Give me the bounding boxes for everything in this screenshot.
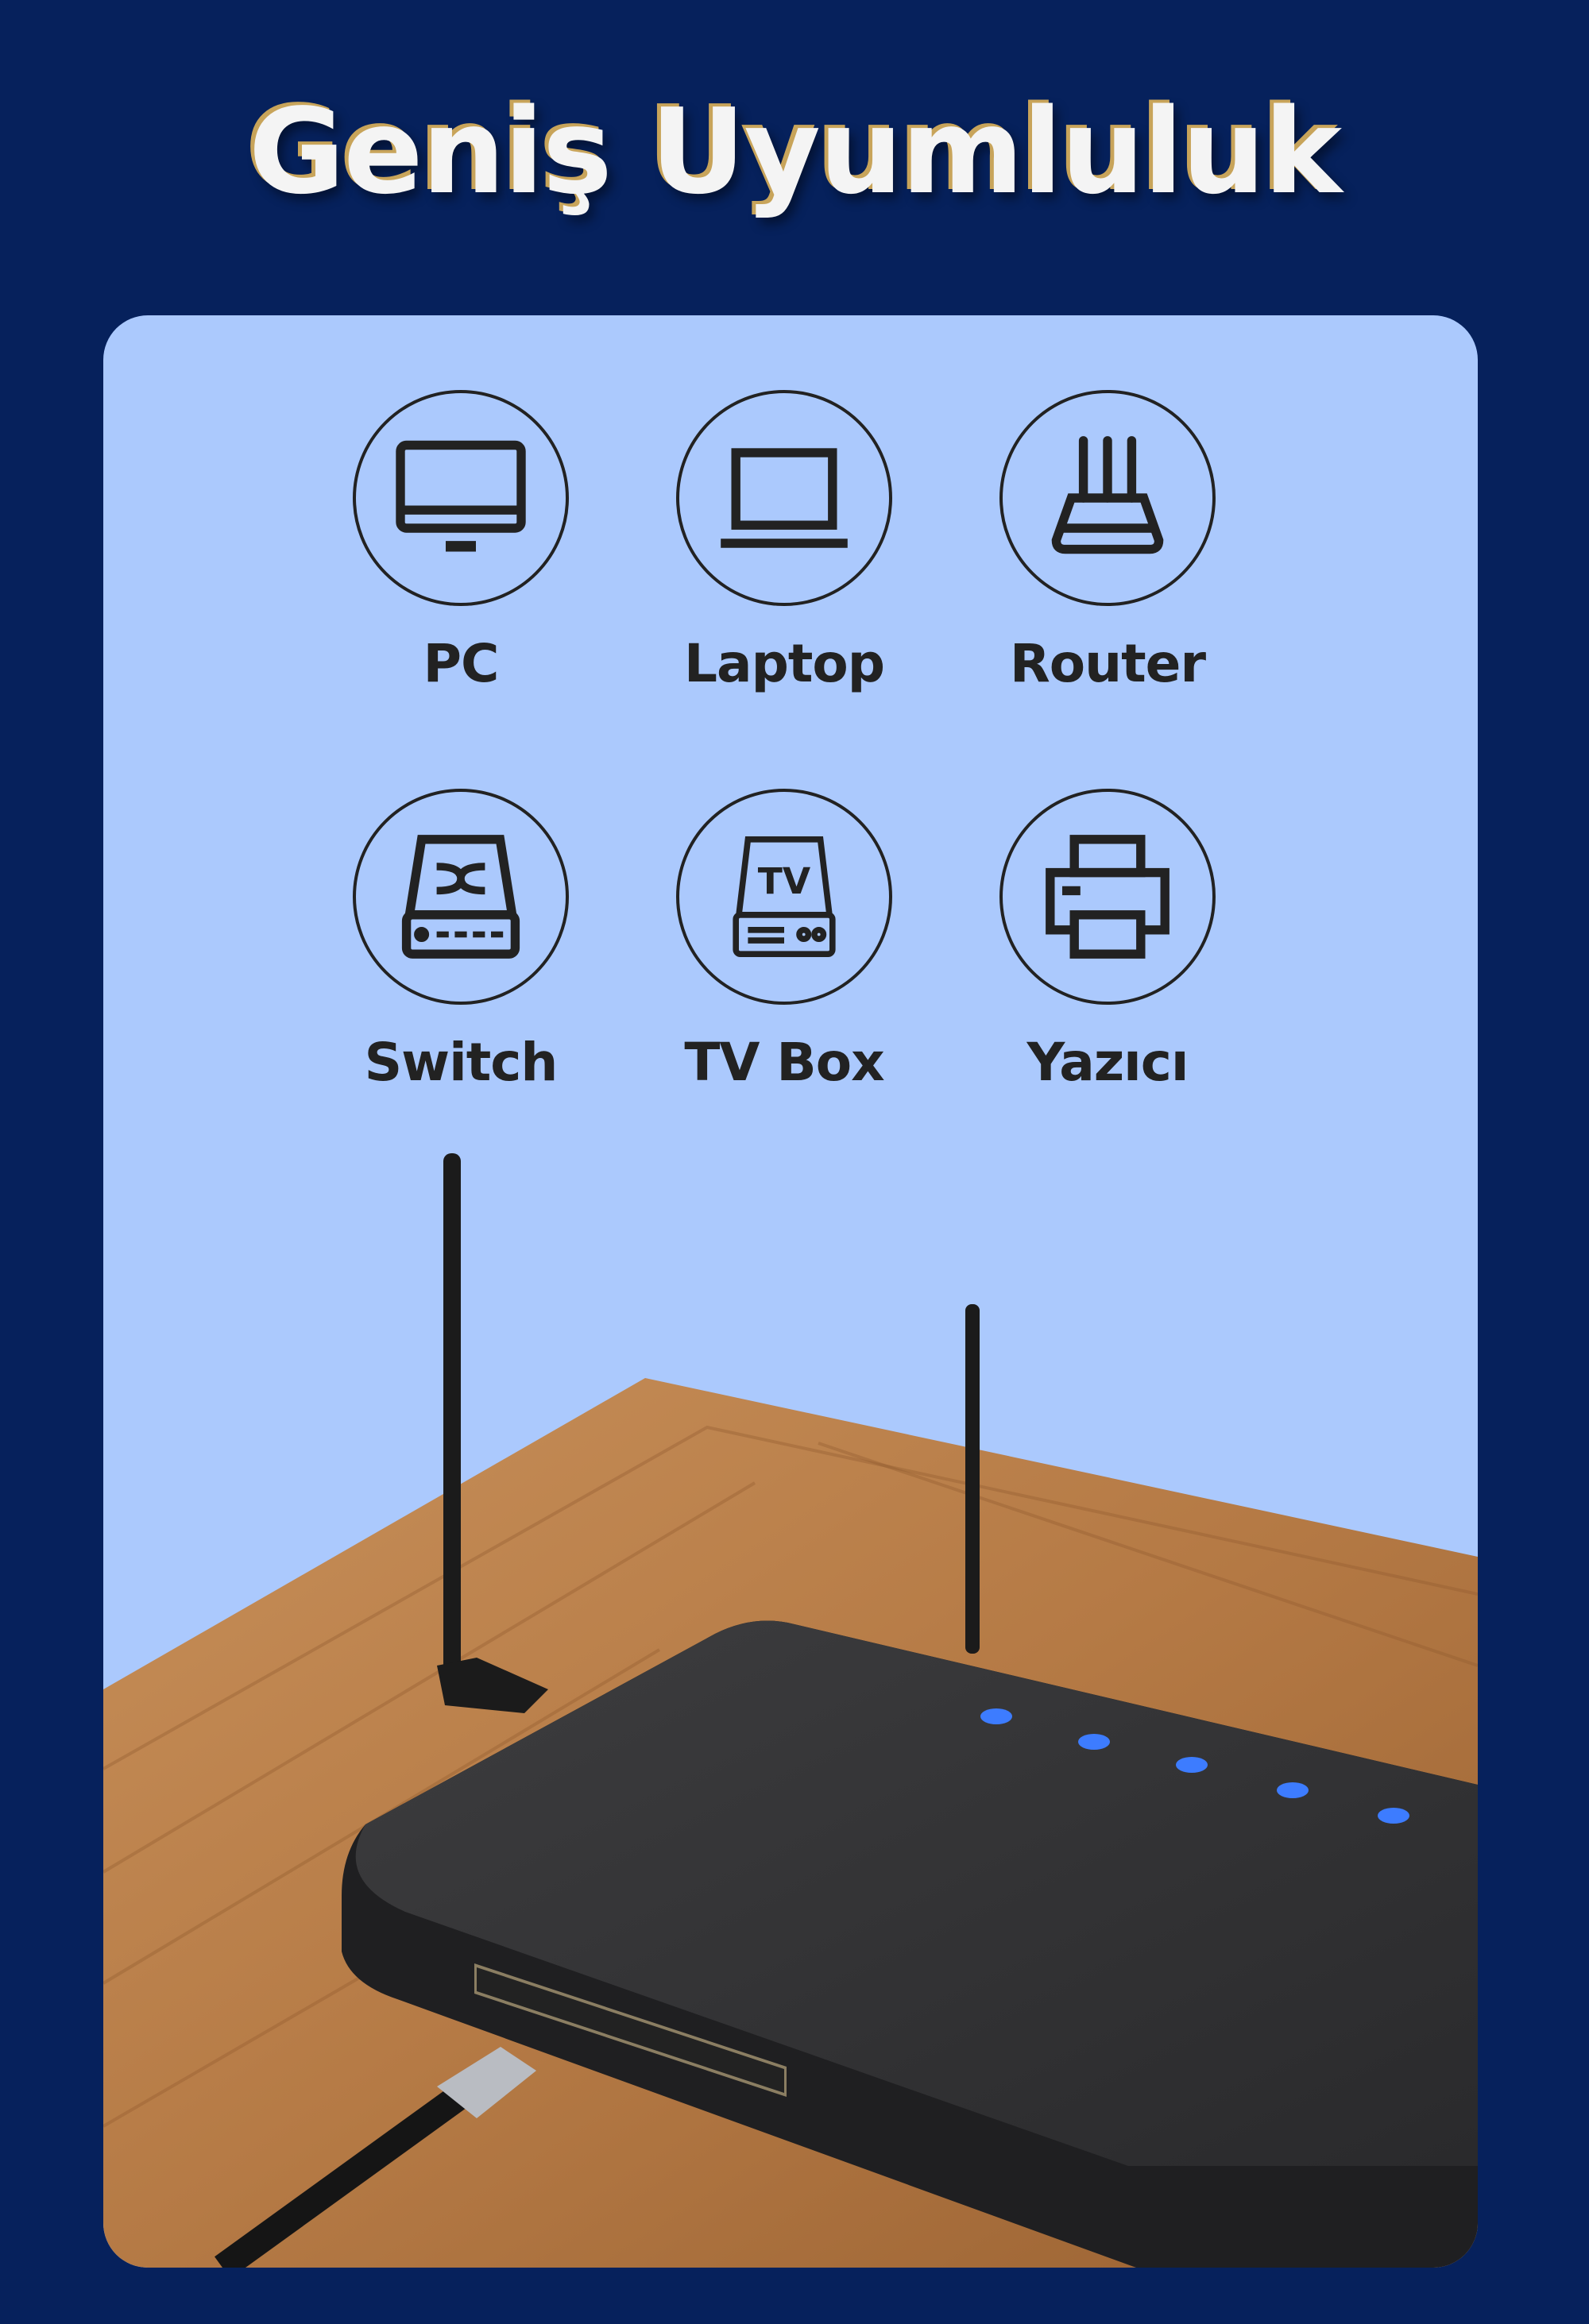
- led: [1176, 1757, 1208, 1773]
- switch-icon: [401, 835, 520, 959]
- icon-circle: [999, 789, 1216, 1005]
- icon-circle: [999, 390, 1216, 606]
- router-top-face: [355, 1620, 1478, 2166]
- device-label: PC: [423, 633, 500, 694]
- device-label: Yazıcı: [1026, 1032, 1189, 1093]
- led: [1378, 1808, 1409, 1824]
- device-pc: PC: [302, 390, 620, 694]
- device-router: Router: [949, 390, 1266, 694]
- ethernet-cable: [215, 2063, 497, 2268]
- led: [980, 1708, 1012, 1724]
- device-laptop: Laptop: [625, 390, 943, 694]
- tv-icon-text: TV: [758, 860, 811, 902]
- led: [1277, 1782, 1309, 1798]
- monitor-icon: [396, 440, 526, 552]
- antenna-left-hinge: [437, 1658, 548, 1713]
- status-leds: [980, 1708, 1409, 1824]
- device-label: Switch: [364, 1032, 559, 1093]
- device-tv-box: TV TV Box: [625, 789, 943, 1093]
- ethernet-ports: [474, 1963, 787, 2097]
- icon-circle: [353, 789, 569, 1005]
- antenna-right: [965, 1304, 980, 1654]
- page-title: Geniş Uyumluluk: [248, 83, 1342, 220]
- router-photo: [103, 1153, 1478, 2268]
- router-icon: [1051, 436, 1164, 554]
- device-label: Laptop: [684, 633, 885, 694]
- icon-circle: [676, 390, 892, 606]
- rj45-connector: [437, 2047, 536, 2118]
- icon-circle: TV: [676, 789, 892, 1005]
- tv-box-icon: TV: [733, 836, 836, 957]
- device-label: TV Box: [684, 1032, 884, 1093]
- device-switch: Switch: [302, 789, 620, 1093]
- device-printer: Yazıcı: [949, 789, 1266, 1093]
- icon-circle: [353, 390, 569, 606]
- laptop-icon: [721, 448, 848, 548]
- device-label: Router: [1009, 633, 1206, 694]
- antenna-left: [443, 1153, 461, 1693]
- printer-icon: [1046, 835, 1170, 959]
- led: [1078, 1734, 1110, 1750]
- compatibility-card: PC Laptop Router Switch TV TV Box Yazıcı: [103, 315, 1478, 2268]
